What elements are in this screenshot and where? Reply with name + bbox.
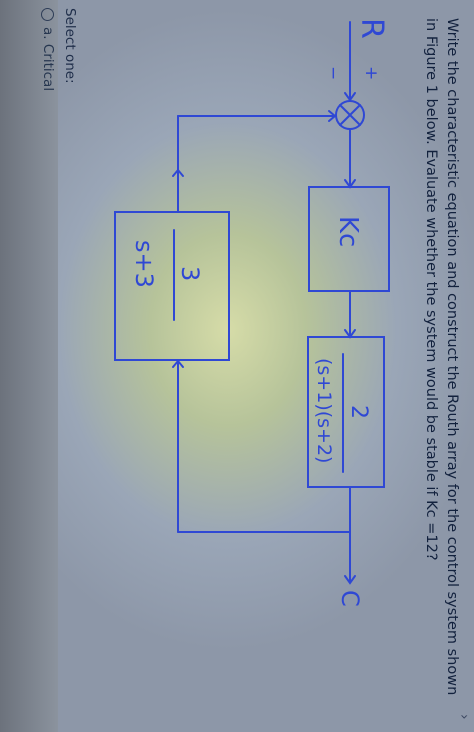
plus-sign: + bbox=[361, 66, 381, 80]
junction-cross-b bbox=[339, 104, 361, 126]
gain-label: Kc bbox=[333, 216, 363, 247]
plant-denominator: (s+1)(s+2) bbox=[313, 358, 335, 463]
input-label: R bbox=[354, 18, 389, 39]
select-one-label: Select one: bbox=[62, 8, 78, 84]
output-arrowhead bbox=[344, 575, 356, 585]
feedback-numerator: 3 bbox=[176, 266, 204, 281]
output-label: C bbox=[336, 590, 364, 607]
minus-sign: − bbox=[323, 66, 343, 80]
answer-option-label: a. Critical bbox=[40, 27, 56, 92]
feedback-arrowhead-2 bbox=[172, 168, 184, 177]
answer-option-a[interactable]: a. Critical bbox=[40, 8, 56, 91]
plant-numerator: 2 bbox=[346, 405, 371, 419]
feedback-arrowhead-3 bbox=[328, 110, 337, 122]
question-panel bbox=[58, 0, 474, 732]
feedback-denominator: s+3 bbox=[130, 240, 158, 288]
background-edge bbox=[0, 0, 58, 732]
plant-block-box bbox=[307, 336, 385, 488]
feedback-block-box bbox=[114, 211, 230, 361]
chevron-icon: › bbox=[456, 714, 472, 720]
radio-button-icon[interactable] bbox=[41, 8, 55, 21]
